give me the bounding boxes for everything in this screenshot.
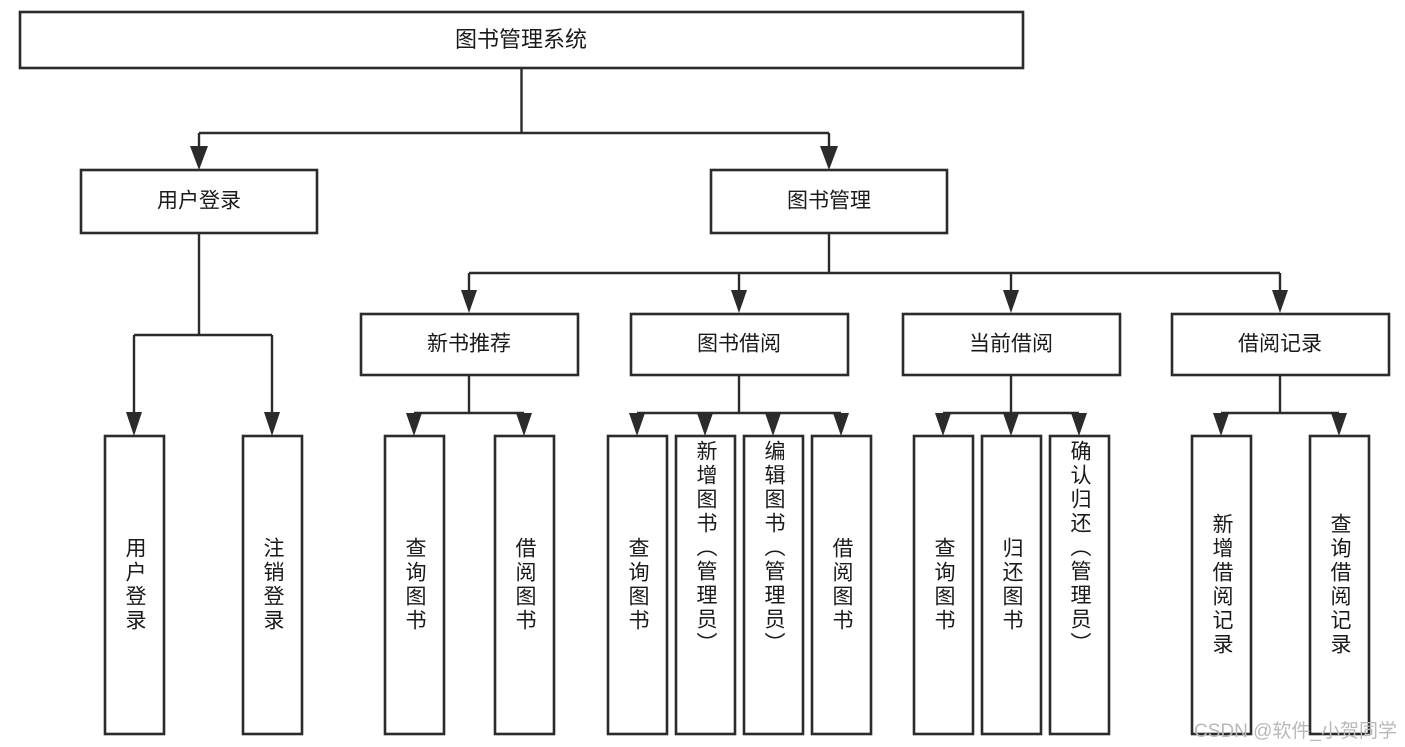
- leaf-box-add-book[interactable]: [674, 434, 737, 736]
- arrowhead-leaf-return-book: [1003, 413, 1019, 436]
- node-user-login-box[interactable]: [79, 168, 319, 235]
- connectors-user-login-to-leaves: [126, 233, 280, 436]
- node-current-borrow-label: 当前借阅: [969, 333, 1053, 356]
- node-user-login[interactable]: 用户登录: [79, 168, 319, 235]
- leaf-box-user-login[interactable]: [103, 434, 166, 736]
- node-borrow-record-box[interactable]: [1170, 312, 1391, 377]
- leaf-box-borrow-book-2[interactable]: [810, 434, 873, 736]
- leaf-box-borrow-book-1[interactable]: [493, 434, 556, 736]
- node-new-book-recommend-label: 新书推荐: [427, 333, 511, 356]
- node-book-manage-box[interactable]: [709, 168, 949, 235]
- node-book-manage[interactable]: 图书管理: [709, 168, 949, 235]
- arrowhead-leaf-query-book-2: [629, 413, 645, 436]
- node-new-book-recommend[interactable]: 新书推荐: [359, 312, 580, 377]
- node-new-book-recommend-box[interactable]: [359, 312, 580, 377]
- leaf-box-query-book-2[interactable]: [606, 434, 669, 736]
- arrowhead-leaf-confirm-return: [1071, 413, 1087, 436]
- leaf-boxes: [103, 434, 1371, 736]
- connectors-book-borrow-to-leaves: [629, 375, 849, 436]
- arrowhead-leaf-query-book-1: [406, 413, 422, 436]
- arrowhead-leaf-query-record: [1331, 413, 1347, 436]
- arrowhead-user-login: [190, 146, 208, 170]
- node-book-borrow-label: 图书借阅: [697, 333, 781, 356]
- node-root-label: 图书管理系统: [455, 27, 587, 52]
- connectors-root-to-level2: [190, 68, 838, 170]
- arrowhead-book-manage: [820, 146, 838, 170]
- leaf-box-query-record[interactable]: [1308, 434, 1371, 736]
- node-borrow-record-label: 借阅记录: [1238, 333, 1322, 356]
- arrowhead-leaf-borrow-book-1: [516, 413, 532, 436]
- connectors-book-manage-to-level3: [461, 233, 1288, 313]
- leaf-box-logout-login[interactable]: [241, 434, 304, 736]
- arrowhead-leaf-user-login: [126, 412, 142, 436]
- node-book-manage-label: 图书管理: [787, 190, 871, 213]
- connectors-borrow-record-to-leaves: [1213, 375, 1347, 436]
- leaf-box-return-book[interactable]: [980, 434, 1043, 736]
- node-book-borrow-box[interactable]: [629, 312, 850, 377]
- node-book-borrow[interactable]: 图书借阅: [629, 312, 850, 377]
- node-root-box[interactable]: [18, 10, 1025, 70]
- leaf-box-edit-book[interactable]: [742, 434, 805, 736]
- node-current-borrow-box[interactable]: [901, 312, 1122, 377]
- connectors-new-book-to-leaves: [406, 375, 532, 436]
- leaf-box-confirm-return[interactable]: [1048, 434, 1111, 736]
- arrowhead-leaf-borrow-book-2: [833, 413, 849, 436]
- arrowhead-leaf-edit-book: [765, 413, 781, 436]
- arrowhead-leaf-add-book: [697, 413, 713, 436]
- node-borrow-record[interactable]: 借阅记录: [1170, 312, 1391, 377]
- node-current-borrow[interactable]: 当前借阅: [901, 312, 1122, 377]
- arrowhead-book-borrow: [731, 290, 747, 313]
- connectors-current-borrow-to-leaves: [935, 375, 1087, 436]
- node-user-login-label: 用户登录: [157, 190, 241, 213]
- arrowhead-borrow-record: [1272, 290, 1288, 313]
- leaf-box-query-book-1[interactable]: [383, 434, 446, 736]
- node-root[interactable]: 图书管理系统: [18, 10, 1025, 70]
- arrowhead-current-borrow: [1003, 290, 1019, 313]
- leaf-box-add-record[interactable]: [1190, 434, 1253, 736]
- arrowhead-leaf-query-book-3: [935, 413, 951, 436]
- arrowhead-leaf-logout: [264, 412, 280, 436]
- arrowhead-leaf-add-record: [1213, 413, 1229, 436]
- arrowhead-new-book: [461, 290, 477, 313]
- leaf-box-query-book-3[interactable]: [912, 434, 975, 736]
